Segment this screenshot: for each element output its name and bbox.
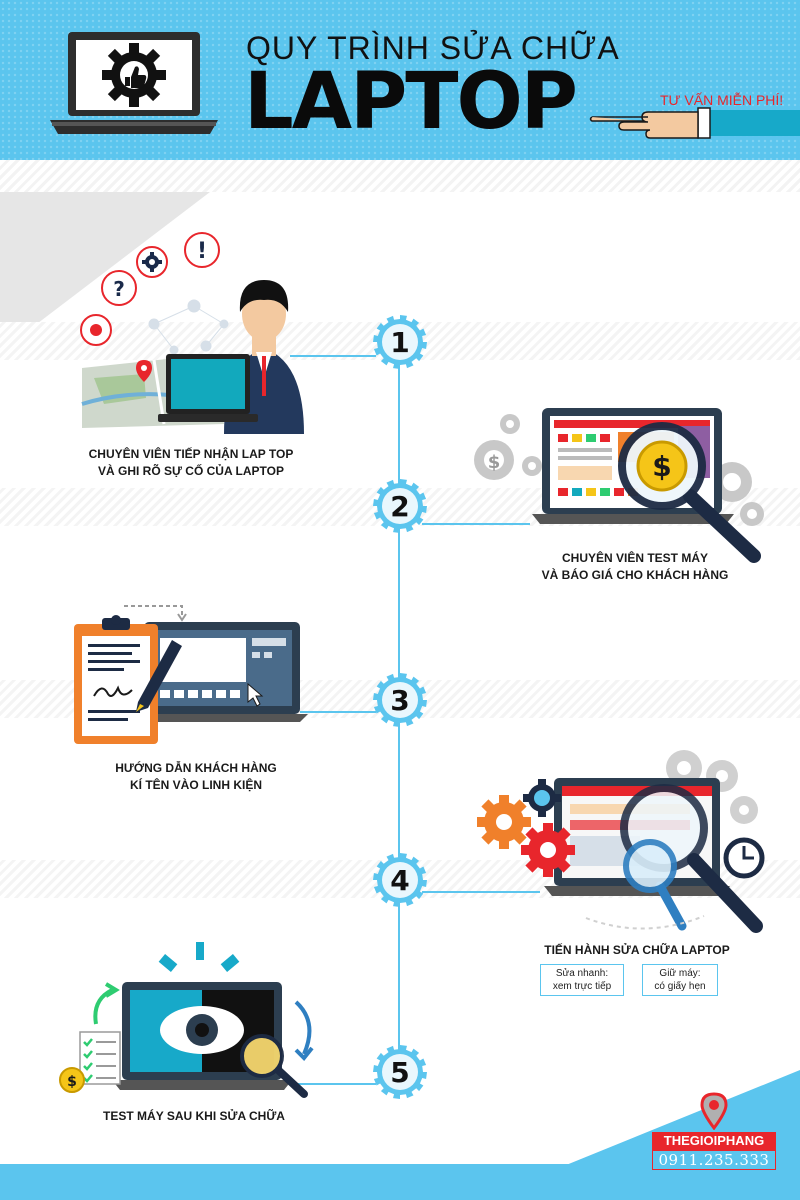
- pointing-hand-icon: [589, 107, 800, 139]
- step-1-illustration: ! ?: [80, 232, 304, 434]
- dollar-coin-small-icon: $: [67, 1074, 77, 1090]
- step-5-label-line-1: TEST MÁY SAU KHI SỬA CHỮA: [103, 1109, 285, 1123]
- option-keep-device-line-1: Giữ máy:: [659, 968, 701, 979]
- question-icon: ?: [113, 277, 125, 301]
- step-badge-inner: [382, 682, 418, 718]
- free-consult-label[interactable]: TƯ VẤN MIỄN PHÍ!: [660, 92, 784, 108]
- clock-icon: [742, 846, 754, 860]
- step-number: 5: [390, 1056, 409, 1089]
- step-badge-inner: [382, 324, 418, 360]
- brand-name[interactable]: THEGIOIPHANG: [652, 1132, 776, 1150]
- header-stripe: [0, 160, 800, 192]
- laptop-gear-icon: [50, 32, 218, 134]
- title-top: QUY TRÌNH SỬA CHỮA: [246, 30, 620, 66]
- step-1-label: CHUYÊN VIÊN TIẾP NHẬN LAP TOP VÀ GHI RÕ …: [76, 446, 306, 480]
- option-keep-device: Giữ máy: có giấy hẹn: [642, 964, 718, 996]
- step-5-badge: 5: [373, 1045, 427, 1099]
- gear-icon: [142, 252, 162, 272]
- step-4-illustration: [477, 750, 765, 933]
- option-quick-fix-line-1: Sửa nhanh:: [555, 968, 609, 979]
- step-1-badge: 1: [373, 315, 427, 369]
- step-2-badge: 2: [373, 479, 427, 533]
- step-4-badge: 4: [373, 853, 427, 907]
- dollar-gear-icon: $: [488, 452, 501, 473]
- step-badge-inner: [382, 862, 418, 898]
- option-keep-device-line-2: có giấy hẹn: [654, 981, 706, 992]
- exclaim-icon: !: [197, 239, 207, 264]
- step-4-label-line-1: TIẾN HÀNH SỬA CHỮA LAPTOP: [544, 943, 730, 957]
- error-icon: [90, 324, 102, 336]
- option-quick-fix: Sửa nhanh: xem trực tiếp: [540, 964, 624, 996]
- step-badge-inner: [382, 488, 418, 524]
- step-3-label: HƯỚNG DẪN KHÁCH HÀNG KÍ TÊN VÀO LINH KIỆ…: [84, 760, 308, 794]
- location-pin-icon: [700, 1092, 728, 1130]
- dollar-coin-icon: $: [652, 450, 671, 483]
- title-main: LAPTOP: [244, 57, 578, 147]
- step-4-label: TIẾN HÀNH SỬA CHỮA LAPTOP: [522, 942, 752, 959]
- step-5-label: TEST MÁY SAU KHI SỬA CHỮA: [84, 1108, 304, 1125]
- checklist-icon: [79, 1031, 121, 1085]
- step-2-illustration: $ $: [474, 408, 764, 563]
- step-3-label-line-2: KÍ TÊN VÀO LINH KIỆN: [129, 778, 262, 792]
- step-number: 4: [390, 864, 409, 897]
- hotline-number[interactable]: 0911.235.333: [652, 1150, 776, 1170]
- step-3-illustration: [74, 605, 308, 744]
- step-badge-inner: [382, 1054, 418, 1090]
- step-3-label-line-1: HƯỚNG DẪN KHÁCH HÀNG: [115, 761, 277, 775]
- step-1-label-line-2: VÀ GHI RÕ SỰ CỐ CỦA LAPTOP: [98, 464, 284, 478]
- step-3-badge: 3: [373, 673, 427, 727]
- step-2-label-line-1: CHUYÊN VIÊN TEST MÁY: [561, 551, 708, 565]
- option-quick-fix-line-2: xem trực tiếp: [552, 981, 612, 992]
- bottom-blue-shape: [0, 1070, 800, 1200]
- step-number: 2: [390, 490, 409, 523]
- step-2-label: CHUYÊN VIÊN TEST MÁY VÀ BÁO GIÁ CHO KHÁC…: [520, 550, 750, 584]
- step-1-label-line-1: CHUYÊN VIÊN TIẾP NHẬN LAP TOP: [88, 447, 294, 461]
- corner-triangle: [0, 192, 210, 352]
- step-number: 1: [390, 326, 409, 359]
- step-2-label-line-2: VÀ BÁO GIÁ CHO KHÁCH HÀNG: [541, 568, 729, 582]
- step-5-illustration: $: [59, 942, 314, 1098]
- step-number: 3: [390, 684, 409, 717]
